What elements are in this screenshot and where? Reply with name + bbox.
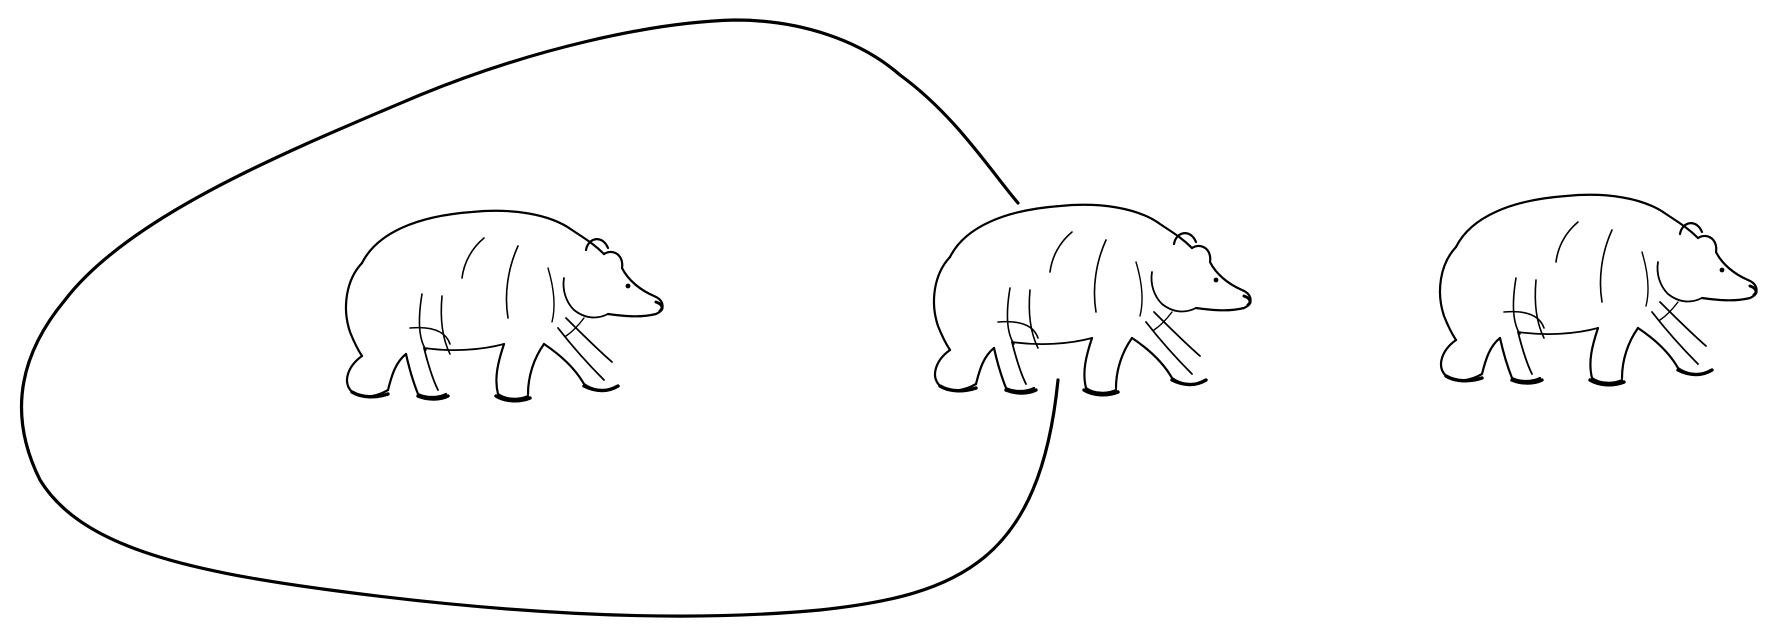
bear-1 (346, 211, 663, 401)
bear-2 (934, 205, 1251, 395)
grouping-loop (21, 20, 1058, 616)
bear-3 (1440, 195, 1757, 385)
